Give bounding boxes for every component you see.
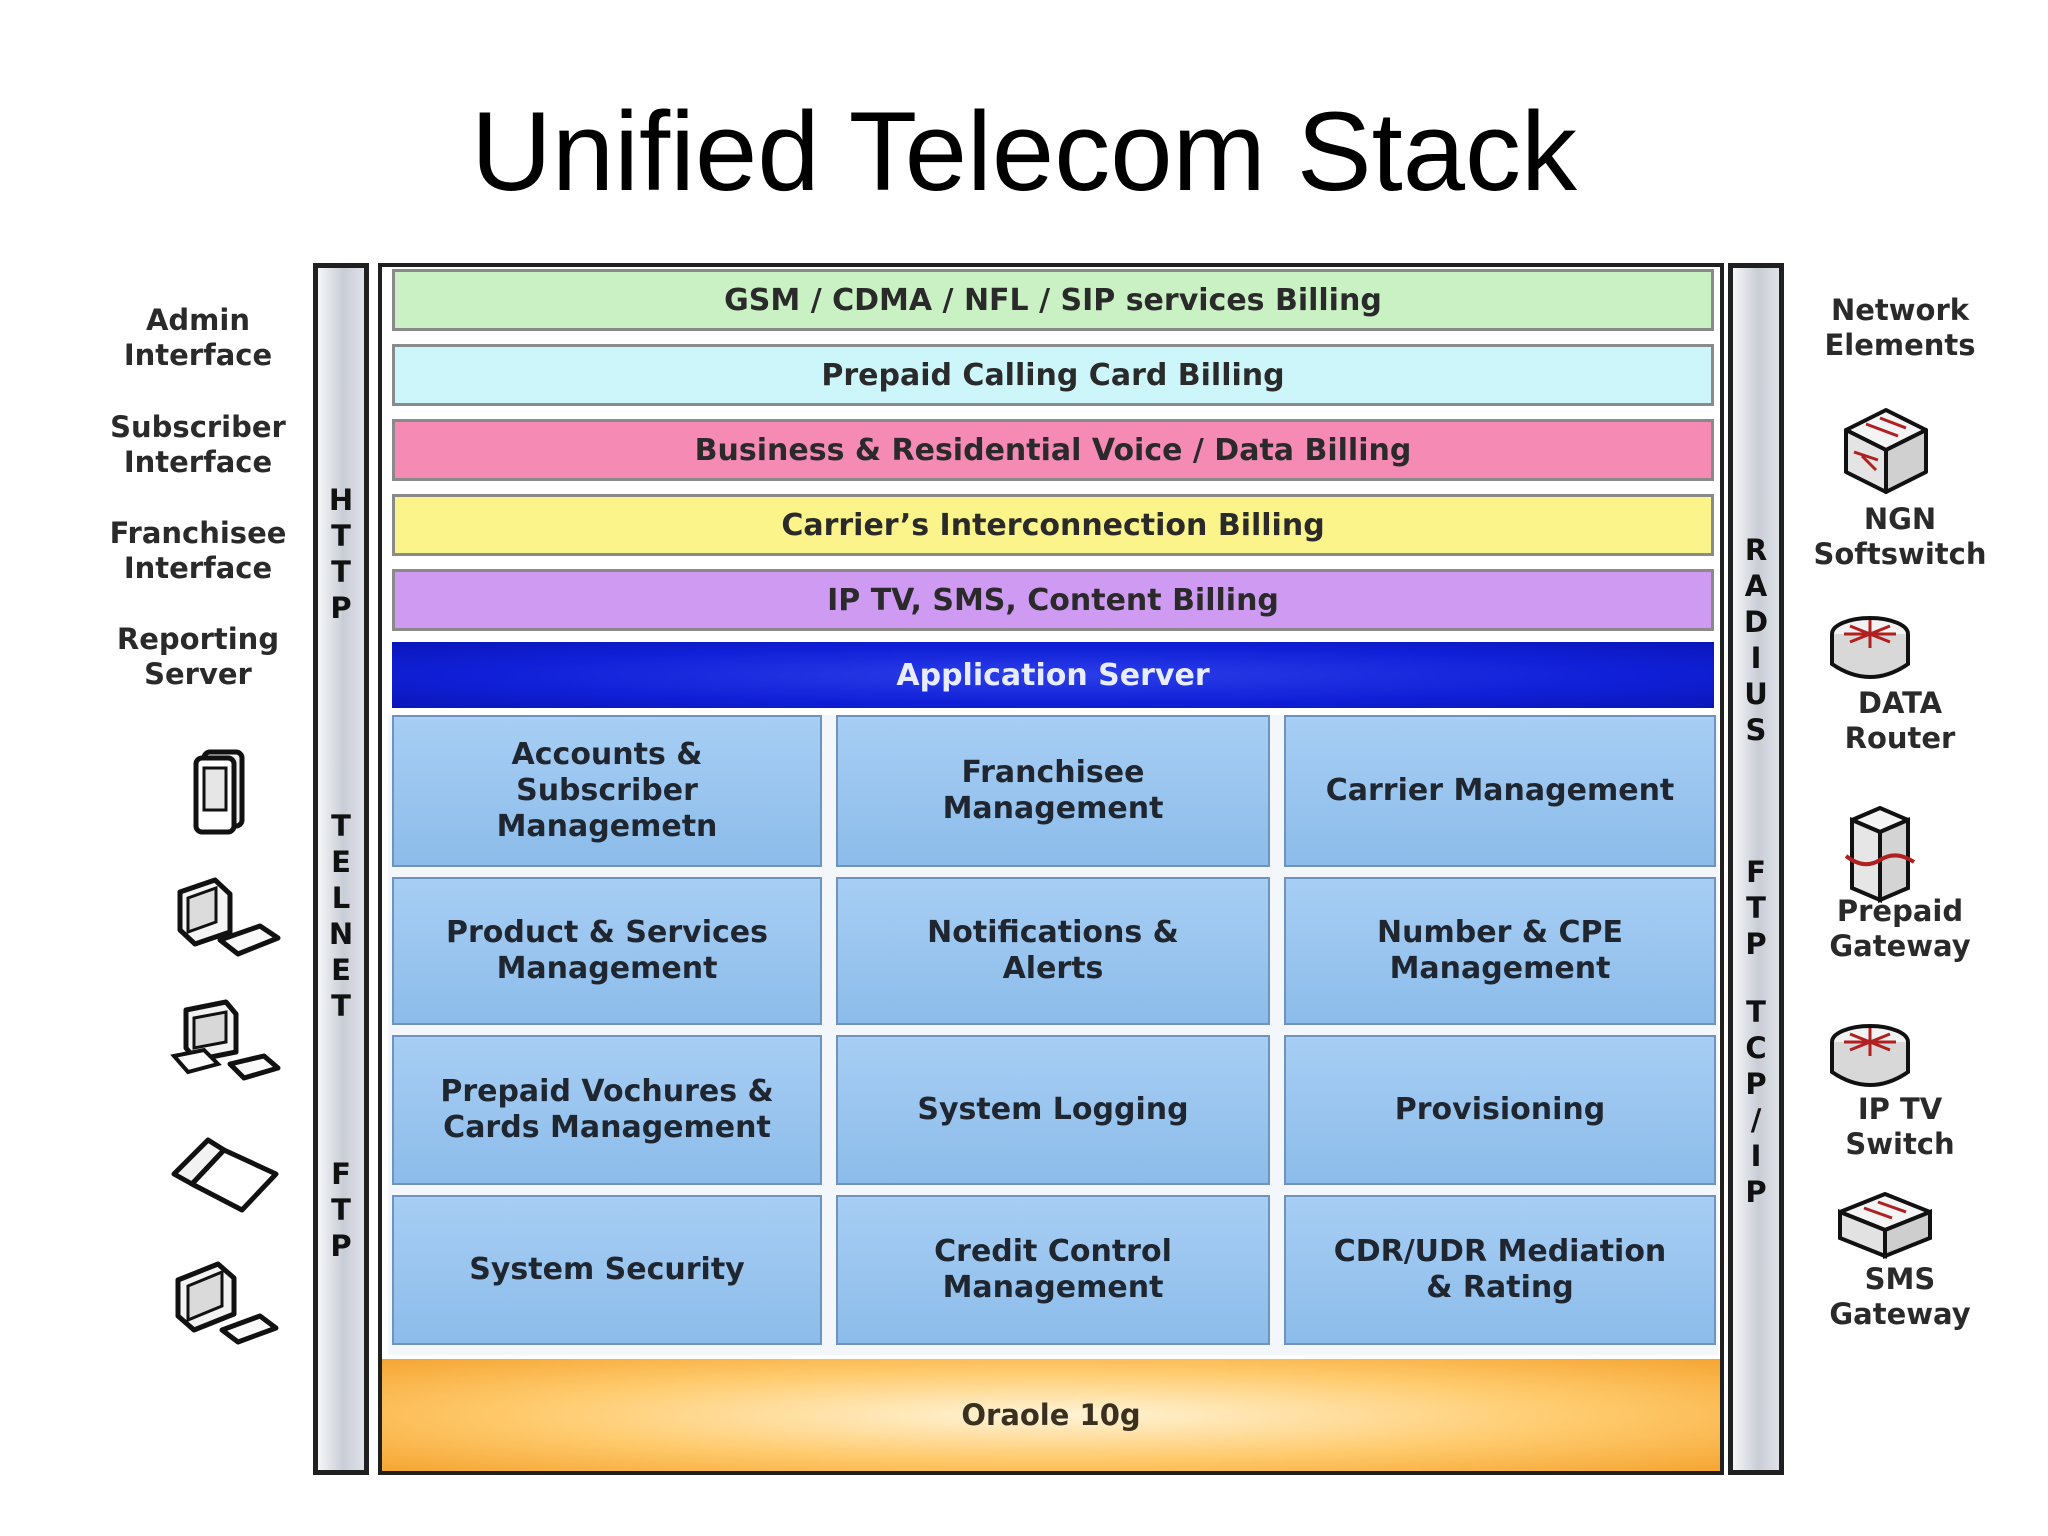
label-sms-gateway: SMS Gateway: [1829, 1262, 1971, 1331]
monitor-icon: [175, 1261, 279, 1345]
router-icon: [1830, 1024, 1910, 1087]
module-system-logging: System Logging: [836, 1035, 1270, 1185]
protocol-letter: E: [331, 845, 351, 879]
module-provisioning: Provisioning: [1284, 1035, 1716, 1185]
band-gsm-billing: GSM / CDMA / NFL / SIP services Billing: [392, 269, 1714, 331]
protocol-letter: C: [1745, 1031, 1767, 1065]
protocol-letter: E: [331, 953, 351, 987]
label-subscriber-interface: Subscriber Interface: [110, 410, 286, 479]
module-carrier: Carrier Management: [1284, 715, 1716, 867]
pda-icon: [193, 749, 245, 835]
label-network-elements: Network Elements: [1824, 293, 1976, 362]
switch-icon: [1838, 1192, 1932, 1259]
protocol-ftp-right: F T P: [1733, 854, 1779, 962]
protocol-letter: T: [331, 809, 351, 843]
protocol-letter: N: [328, 917, 354, 951]
left-protocol-bar: H T T P T E L N E T F T P: [313, 263, 369, 1475]
protocol-tcpip: T C P / I P: [1733, 994, 1779, 1210]
protocol-letter: P: [330, 591, 352, 625]
protocol-letter: /: [1750, 1103, 1762, 1137]
protocol-letter: P: [1745, 1067, 1767, 1101]
right-protocol-bar: R A D I U S F T P T C P / I P: [1728, 263, 1784, 1475]
database-band: Oraole 10g: [382, 1359, 1720, 1471]
module-number-cpe: Number & CPE Management: [1284, 877, 1716, 1025]
band-iptv-sms-billing: IP TV, SMS, Content Billing: [392, 569, 1714, 631]
protocol-letter: T: [331, 555, 351, 589]
band-voice-data-billing: Business & Residential Voice / Data Bill…: [392, 419, 1714, 481]
protocol-letter: R: [1744, 533, 1768, 567]
module-product-services: Product & Services Management: [392, 877, 822, 1025]
label-ngn-softswitch: NGN Softswitch: [1813, 502, 1987, 571]
module-accounts-subscriber: Accounts & Subscriber Managemetn: [392, 715, 822, 867]
module-cdr-mediation: CDR/UDR Mediation & Rating: [1284, 1195, 1716, 1345]
protocol-telnet: T E L N E T: [318, 808, 364, 1024]
band-interconnection-billing: Carrier’s Interconnection Billing: [392, 494, 1714, 556]
protocol-letter: T: [331, 989, 351, 1023]
module-credit-control: Credit Control Management: [836, 1195, 1270, 1345]
protocol-letter: S: [1745, 713, 1767, 747]
label-data-router: DATA Router: [1844, 686, 1956, 755]
protocol-letter: I: [1750, 641, 1762, 675]
telecom-stack: GSM / CDMA / NFL / SIP services Billing …: [378, 263, 1724, 1475]
label-reporting-server: Reporting Server: [116, 622, 280, 691]
label-admin-interface: Admin Interface: [123, 303, 273, 372]
softswitch-icon: [1844, 408, 1928, 494]
module-franchisee: Franchisee Management: [836, 715, 1270, 867]
protocol-letter: P: [1745, 1175, 1767, 1209]
module-notifications: Notifications & Alerts: [836, 877, 1270, 1025]
module-prepaid-vouchers: Prepaid Vochures & Cards Management: [392, 1035, 822, 1185]
protocol-letter: I: [1750, 1139, 1762, 1173]
router-icon: [1830, 616, 1910, 679]
module-grid: Accounts & Subscriber Managemetn Franchi…: [388, 715, 1718, 1355]
desktop-icon: [177, 877, 281, 957]
module-system-security: System Security: [392, 1195, 822, 1345]
protocol-letter: L: [331, 881, 351, 915]
protocol-letter: F: [1746, 855, 1766, 889]
label-prepaid-gateway: Prepaid Gateway: [1829, 894, 1971, 963]
protocol-letter: T: [331, 519, 351, 553]
gateway-icon: [1844, 806, 1916, 904]
protocol-radius: R A D I U S: [1733, 532, 1779, 748]
protocol-letter: U: [1744, 677, 1768, 711]
protocol-letter: T: [1746, 891, 1766, 925]
protocol-letter: H: [328, 483, 354, 517]
protocol-letter: A: [1744, 569, 1768, 603]
band-prepaid-card-billing: Prepaid Calling Card Billing: [392, 344, 1714, 406]
label-franchisee-interface: Franchisee Interface: [109, 516, 287, 585]
protocol-letter: T: [331, 1193, 351, 1227]
laptop-icon: [171, 1137, 279, 1213]
protocol-ftp: F T P: [318, 1156, 364, 1264]
workstation-icon: [170, 999, 281, 1081]
protocol-letter: F: [331, 1157, 351, 1191]
protocol-http: H T T P: [318, 482, 364, 626]
protocol-letter: P: [330, 1229, 352, 1263]
page-title: Unified Telecom Stack: [471, 89, 1577, 214]
protocol-letter: P: [1745, 927, 1767, 961]
label-iptv-switch: IP TV Switch: [1845, 1092, 1955, 1161]
protocol-letter: D: [1743, 605, 1769, 639]
protocol-letter: T: [1746, 995, 1766, 1029]
application-server-band: Application Server: [392, 642, 1714, 708]
